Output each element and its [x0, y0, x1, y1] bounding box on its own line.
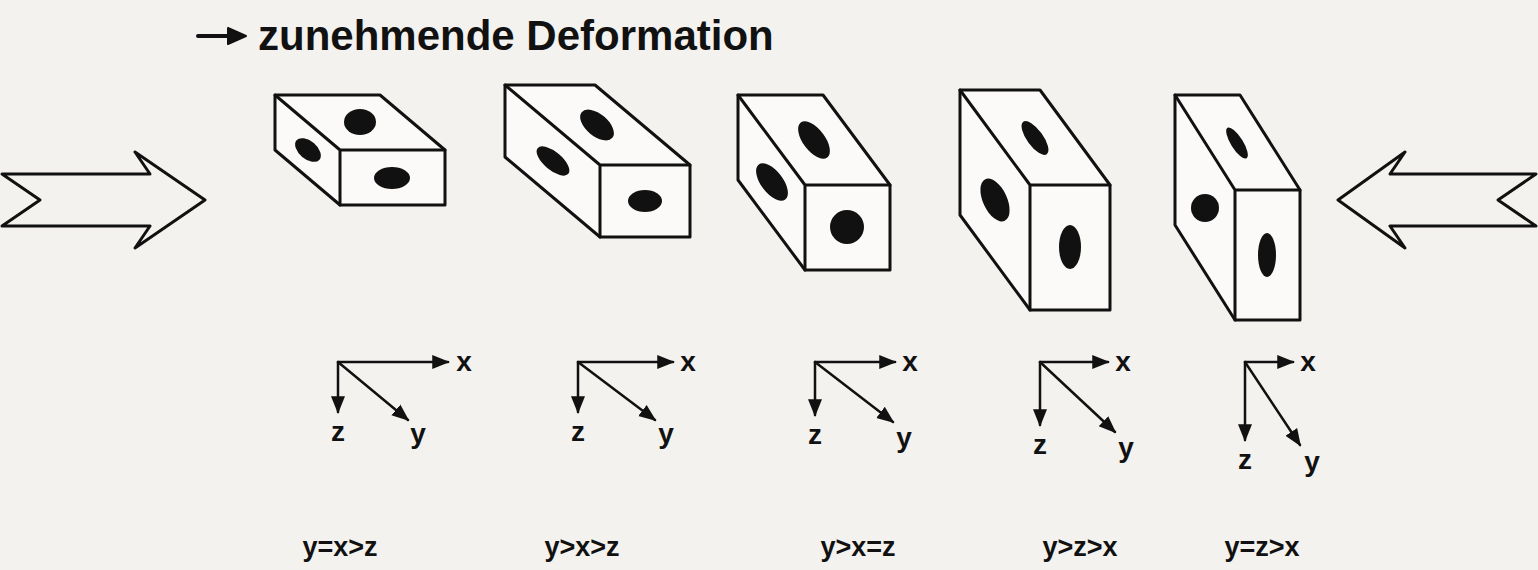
axis-label: z [1033, 430, 1047, 461]
axis-label: z [331, 417, 345, 448]
axis-cross [815, 362, 895, 422]
axis-label: z [571, 417, 585, 448]
axis-label: x [902, 347, 918, 378]
axis-label: y [1304, 447, 1320, 478]
title-arrow [198, 28, 246, 44]
strain-ratio: y>z>x [1042, 533, 1117, 563]
axis-cross [1040, 362, 1115, 432]
strain-block [505, 85, 690, 237]
strain-ratio: y=x>z [302, 533, 377, 563]
axis-label: z [1238, 445, 1252, 476]
axis-label: x [1115, 347, 1131, 378]
axis-label: x [1300, 347, 1316, 378]
axis-label: x [456, 347, 472, 378]
strain-block [960, 90, 1110, 310]
axis-label: y [410, 419, 426, 450]
strain-ratio: y=z>x [1224, 533, 1299, 563]
axis-label: y [658, 419, 674, 450]
axis-label: z [808, 420, 822, 451]
axis-cross [1245, 362, 1300, 445]
compression-arrow-left [2, 152, 205, 248]
axis-cross [578, 362, 673, 420]
strain-ratio: y>x=z [820, 533, 895, 563]
strain-block [738, 95, 890, 270]
axis-cross [338, 362, 448, 420]
axis-label: x [680, 347, 696, 378]
figure-title: zunehmende Deformation [258, 13, 774, 59]
axis-label: y [896, 423, 912, 454]
strain-block [275, 95, 445, 205]
compression-arrow-right [1338, 152, 1536, 248]
strain-ratio: y>x>z [544, 533, 619, 563]
strain-block [1175, 95, 1300, 320]
axis-label: y [1118, 433, 1134, 464]
